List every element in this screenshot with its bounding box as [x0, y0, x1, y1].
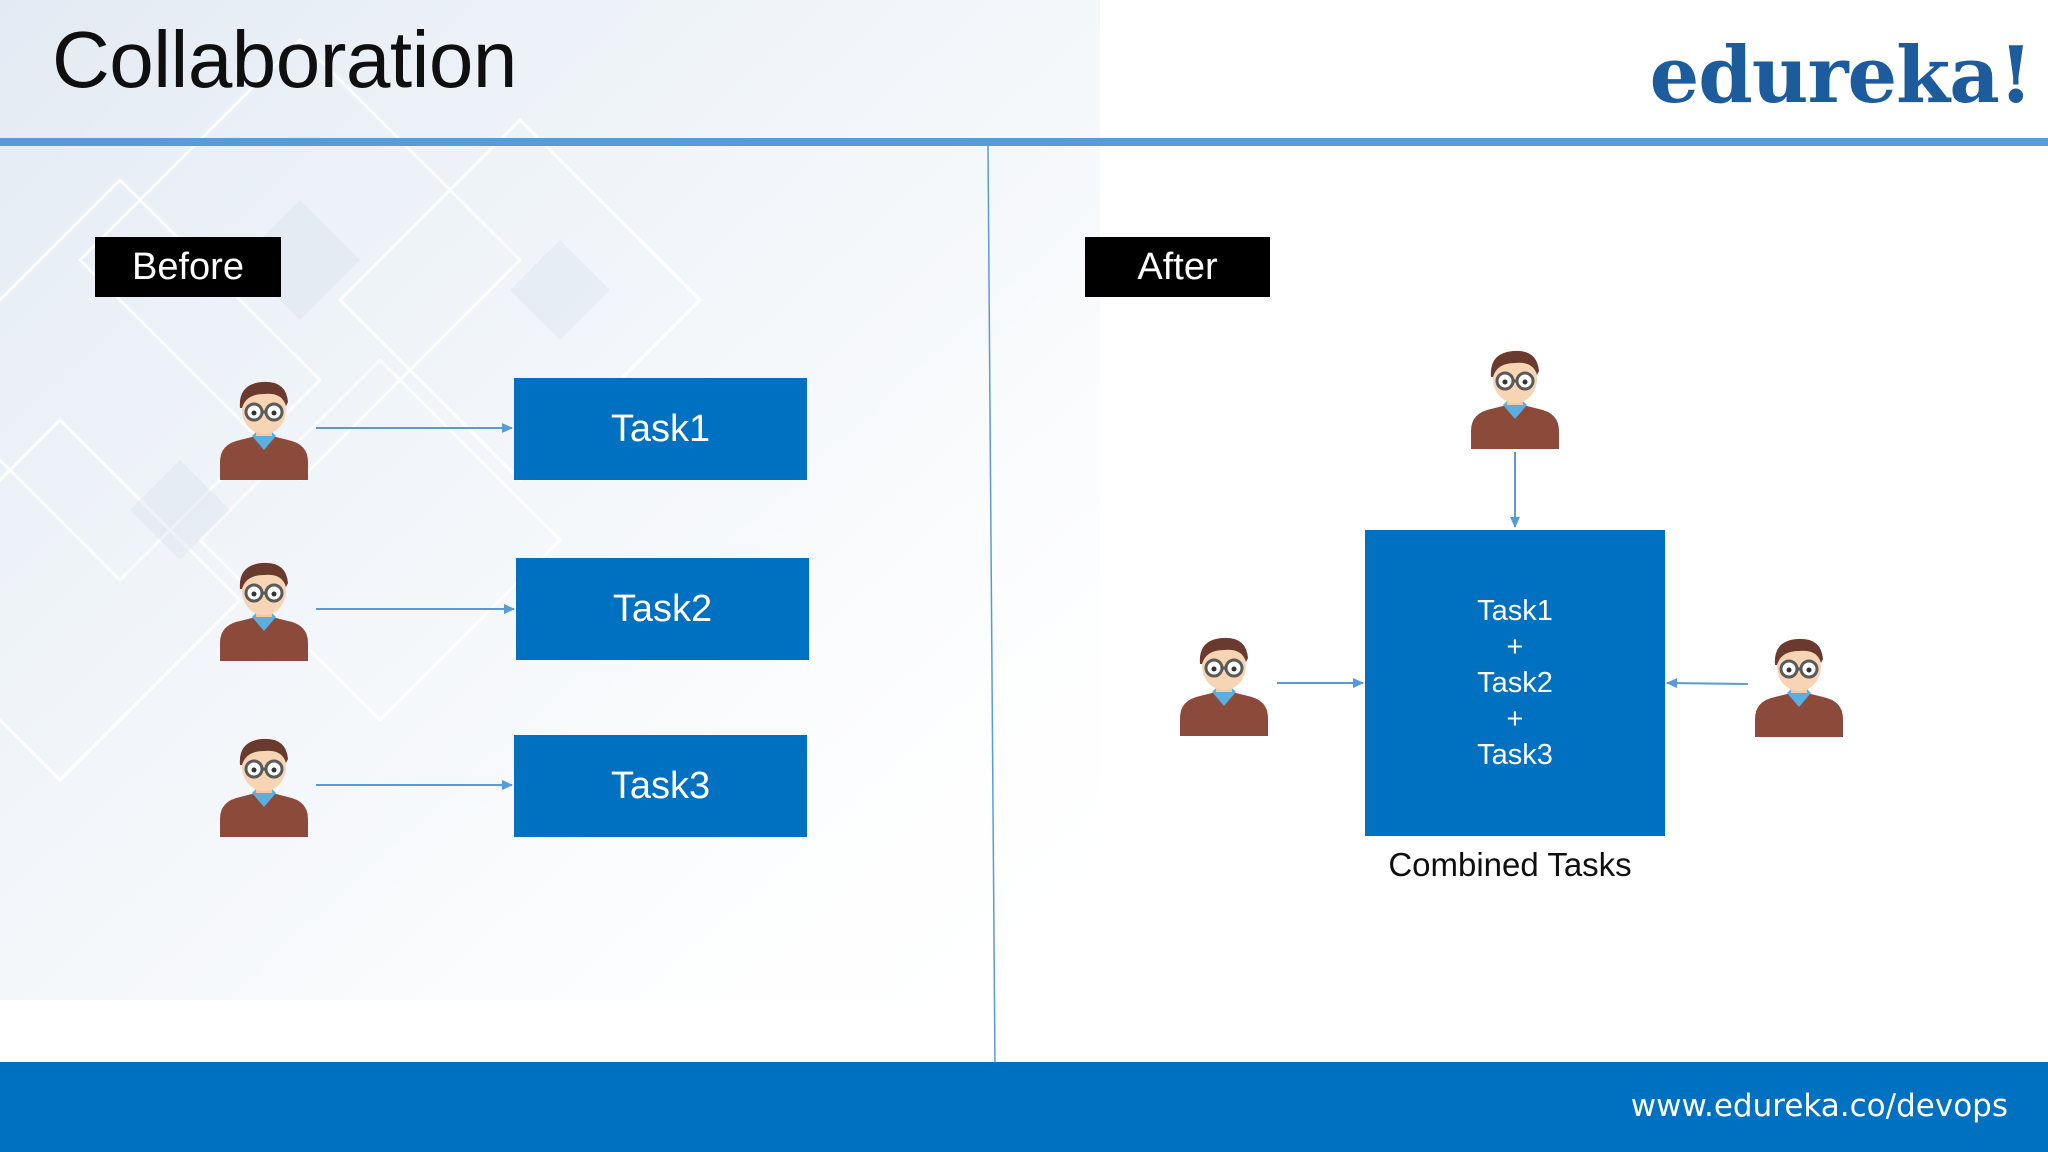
task-box-3: Task3	[514, 735, 807, 837]
person-icon	[220, 381, 308, 480]
combined-tasks-caption: Combined Tasks	[1388, 846, 1632, 883]
person-icon	[1180, 637, 1268, 736]
person-icon	[220, 738, 308, 837]
combined-tasks-box: Task1 + Task2 + Task3	[1365, 530, 1665, 836]
combined-line-task2: Task2	[1477, 667, 1553, 699]
person-icon	[1755, 638, 1843, 737]
person-icon	[1471, 350, 1559, 449]
before-label: Before	[95, 237, 281, 297]
arrow-right-to-combined	[1666, 678, 1749, 689]
header-divider	[0, 138, 2048, 146]
edureka-logo: edureka!	[1649, 30, 2033, 121]
task-box-2: Task2	[516, 558, 809, 660]
task-box-1: Task1	[514, 378, 807, 480]
footer-bar: www.edureka.co/devops	[0, 1062, 2048, 1152]
after-label: After	[1085, 237, 1270, 297]
combined-line-task3: Task3	[1477, 739, 1553, 771]
person-icon	[220, 562, 308, 661]
combined-line-task1: Task1	[1477, 595, 1553, 627]
footer-url-link[interactable]: www.edureka.co/devops	[1630, 1088, 2008, 1124]
combined-line-plus-1: +	[1506, 631, 1524, 663]
page-title: Collaboration	[52, 15, 517, 104]
section-divider	[987, 145, 996, 1071]
combined-line-plus-2: +	[1506, 703, 1524, 735]
